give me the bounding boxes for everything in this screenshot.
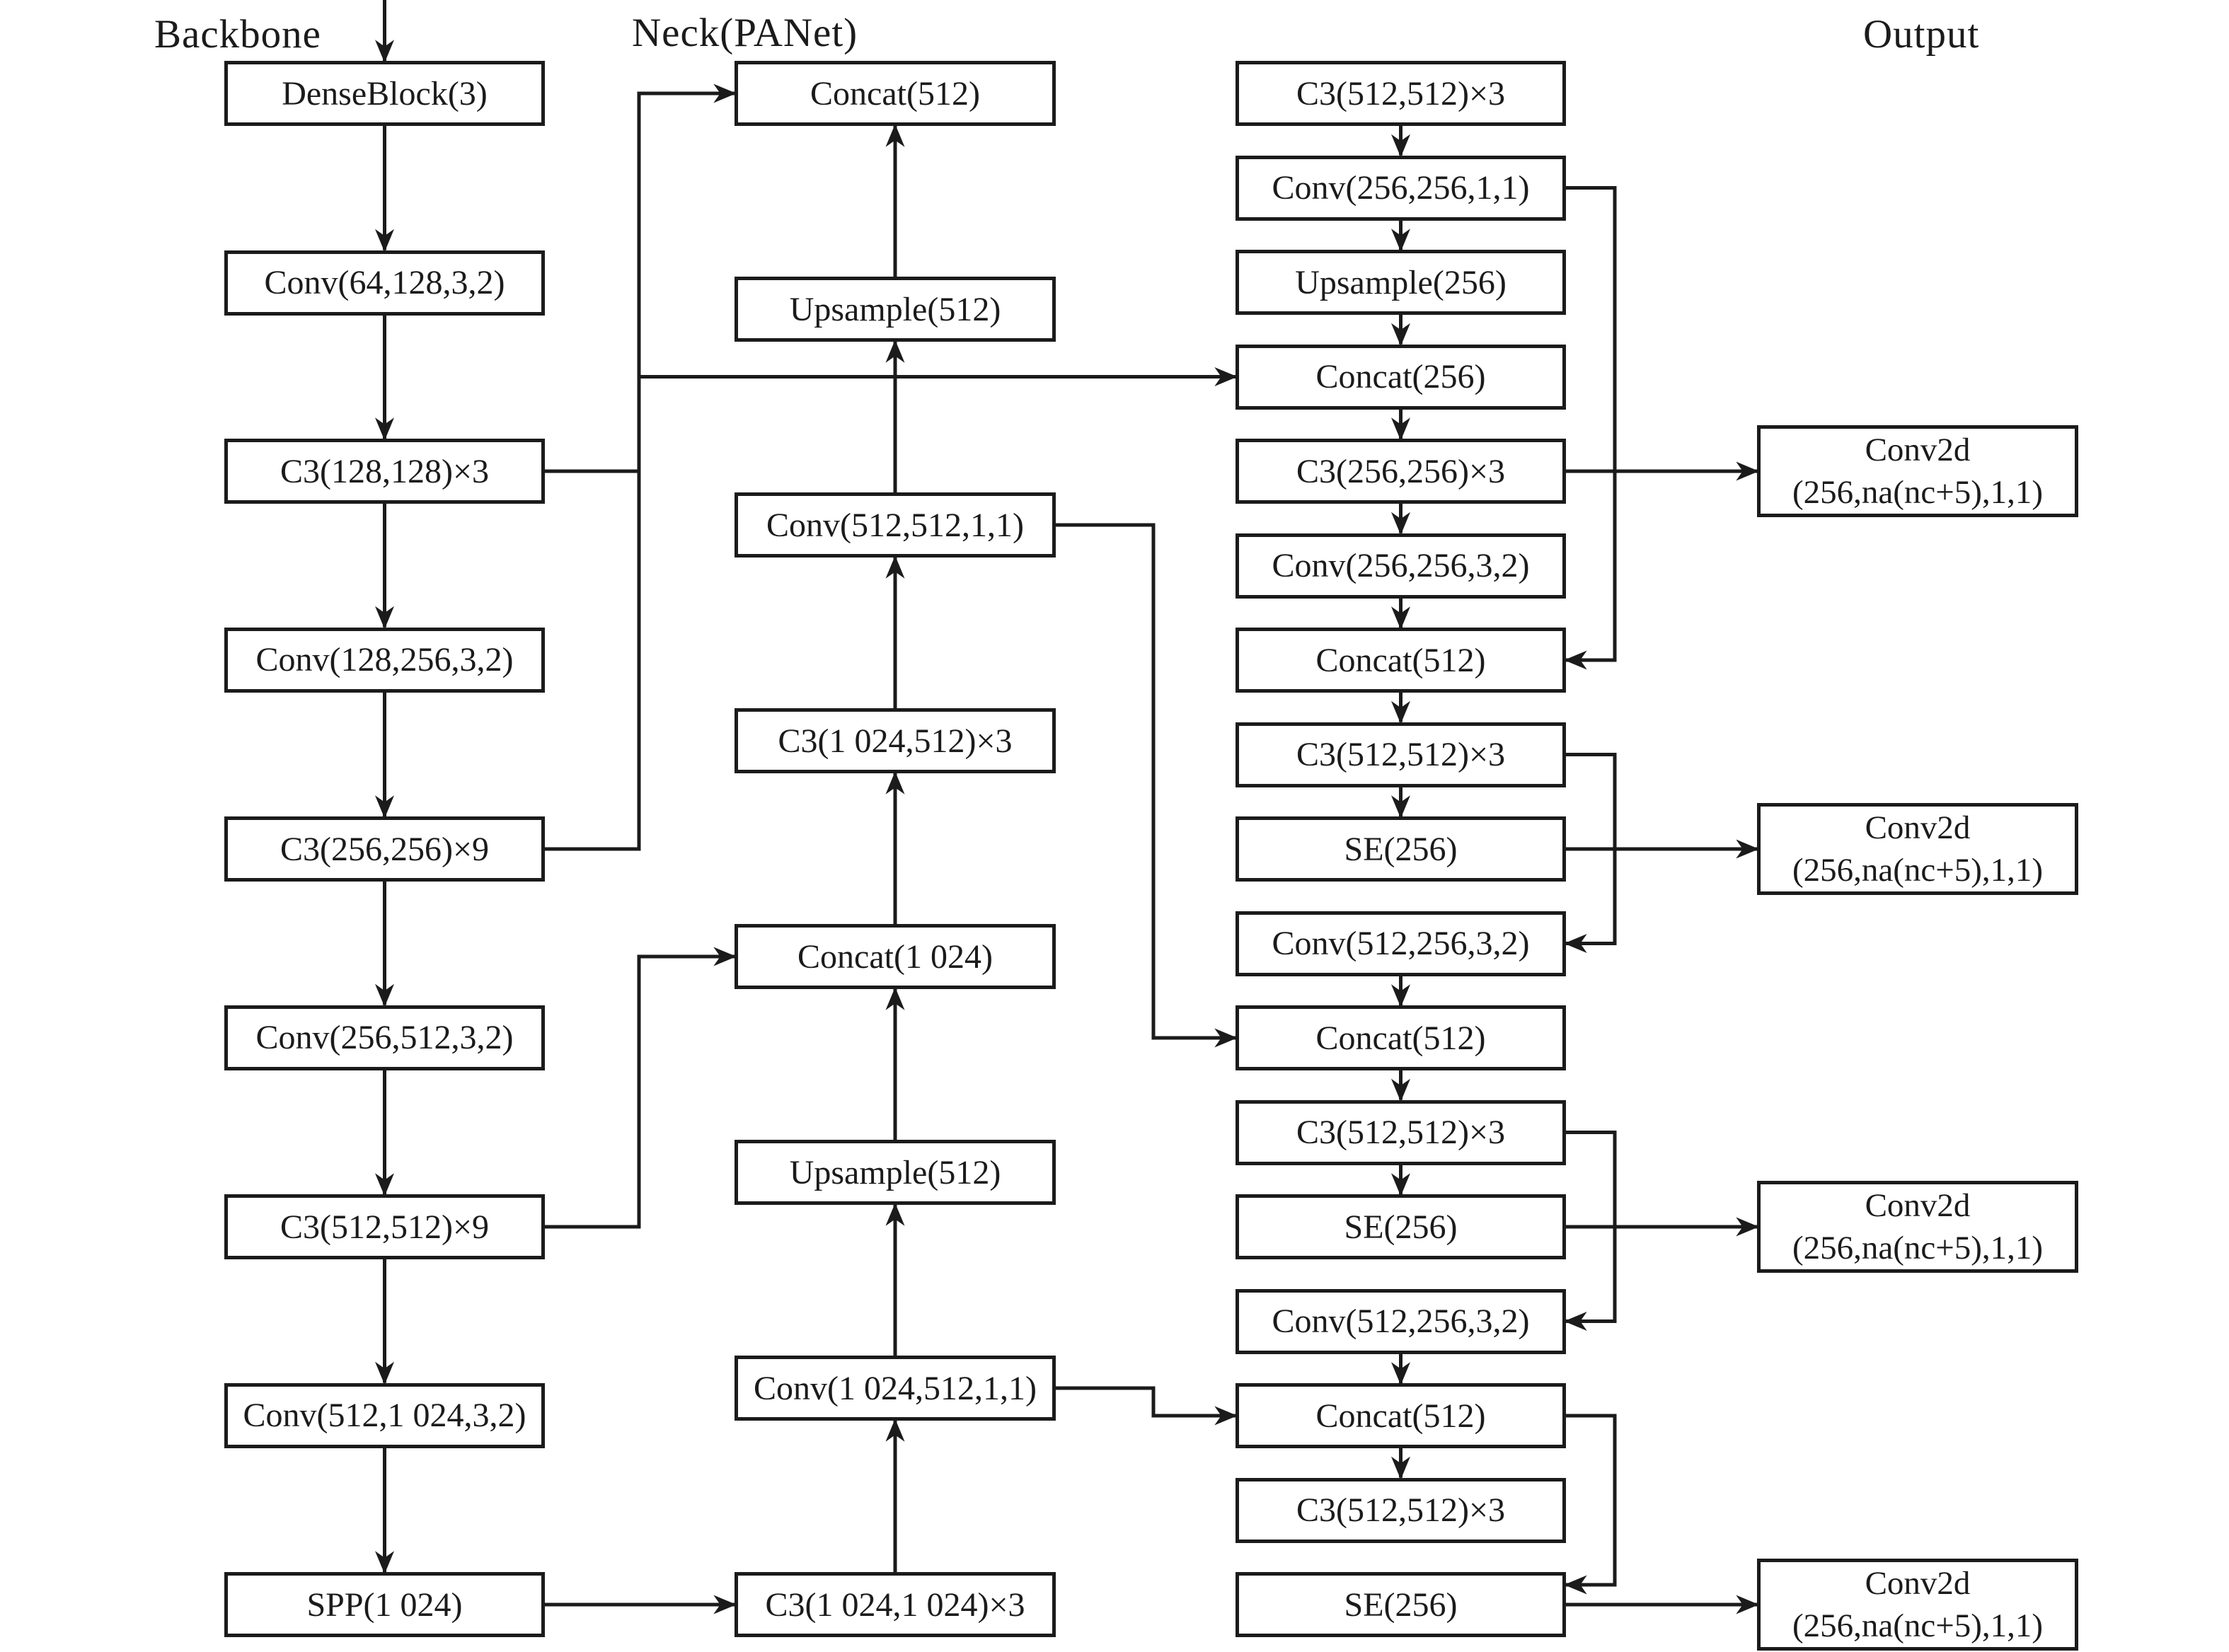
neck-node-1: Upsample(512) [735, 277, 1056, 342]
backbone-node-7: Conv(512,1 024,3,2) [224, 1382, 545, 1448]
output-node-0-line2: (256,na(nc+5),1,1) [1792, 474, 2044, 511]
head-node-10: Concat(512) [1236, 1005, 1566, 1070]
edge-backbone-6-to-neck-4 [545, 947, 737, 1229]
backbone-node-1: Conv(64,128,3,2) [224, 250, 545, 316]
output-node-1: Conv2d (256,na(nc+5),1,1) [1757, 803, 2078, 895]
backbone-node-3: Conv(128,256,3,2) [224, 627, 545, 693]
head-node-1: Conv(256,256,1,1) [1236, 155, 1566, 221]
edge-backbone-4-to-neck-0 [545, 83, 737, 851]
edge-head-7-to-head-9 [1564, 753, 1617, 953]
head-node-8: SE(256) [1236, 816, 1566, 882]
output-node-2-line1: Conv2d [1865, 1186, 1971, 1224]
output-node-0: Conv2d (256,na(nc+5),1,1) [1757, 425, 2078, 517]
edge-head-11-to-head-13 [1564, 1131, 1617, 1331]
backbone-node-8: SPP(1 024) [224, 1572, 545, 1637]
head-node-9: Conv(512,256,3,2) [1236, 911, 1566, 976]
output-node-3-line1: Conv2d [1865, 1564, 1971, 1602]
output-node-2-line2: (256,na(nc+5),1,1) [1792, 1230, 2044, 1266]
neck-node-2: Conv(512,512,1,1) [735, 492, 1056, 558]
output-node-2: Conv2d (256,na(nc+5),1,1) [1757, 1181, 2078, 1273]
head-node-15: C3(512,512)×3 [1236, 1477, 1566, 1543]
output-node-0-line1: Conv2d [1865, 431, 1971, 468]
backbone-node-4: C3(256,256)×9 [224, 816, 545, 882]
neck-node-6: Conv(1 024,512,1,1) [735, 1356, 1056, 1421]
head-node-6: Concat(512) [1236, 628, 1566, 693]
backbone-node-0: DenseBlock(3) [224, 61, 545, 126]
neck-node-7: C3(1 024,1 024)×3 [735, 1572, 1056, 1637]
head-node-0: C3(512,512)×3 [1236, 61, 1566, 126]
head-node-11: C3(512,512)×3 [1236, 1099, 1566, 1165]
head-node-3: Concat(256) [1236, 344, 1566, 410]
head-node-16: SE(256) [1236, 1572, 1566, 1637]
output-node-1-line1: Conv2d [1865, 809, 1971, 846]
backbone-section-label: Backbone [154, 12, 321, 57]
edge-backbone-2-to-head-3 [545, 367, 1238, 473]
head-node-14: Concat(512) [1236, 1383, 1566, 1448]
neck-node-5: Upsample(512) [735, 1140, 1056, 1205]
backbone-node-2: C3(128,128)×3 [224, 439, 545, 504]
backbone-node-5: Conv(256,512,3,2) [224, 1005, 545, 1070]
output-node-3-line2: (256,na(nc+5),1,1) [1792, 1607, 2044, 1644]
output-node-3: Conv2d (256,na(nc+5),1,1) [1757, 1559, 2078, 1651]
head-node-5: Conv(256,256,3,2) [1236, 533, 1566, 599]
neck-section-label: Neck(PANet) [632, 11, 858, 55]
head-node-13: Conv(512,256,3,2) [1236, 1288, 1566, 1354]
edge-head-14-to-head-16 [1564, 1414, 1617, 1595]
neck-node-4: Concat(1 024) [735, 924, 1056, 989]
edge-neck-6-to-head-14 [1056, 1386, 1238, 1426]
backbone-node-6: C3(512,512)×9 [224, 1194, 545, 1259]
output-section-label: Output [1863, 12, 1980, 57]
edge-head-1-to-head-6 [1564, 186, 1617, 670]
head-node-4: C3(256,256)×3 [1236, 439, 1566, 504]
head-node-7: C3(512,512)×3 [1236, 722, 1566, 787]
head-node-2: Upsample(256) [1236, 250, 1566, 315]
head-node-12: SE(256) [1236, 1194, 1566, 1259]
edge-neck-2-to-head-10 [1056, 523, 1238, 1048]
neck-node-0: Concat(512) [735, 61, 1056, 126]
output-node-1-line2: (256,na(nc+5),1,1) [1792, 852, 2044, 889]
neck-node-3: C3(1 024,512)×3 [735, 708, 1056, 773]
